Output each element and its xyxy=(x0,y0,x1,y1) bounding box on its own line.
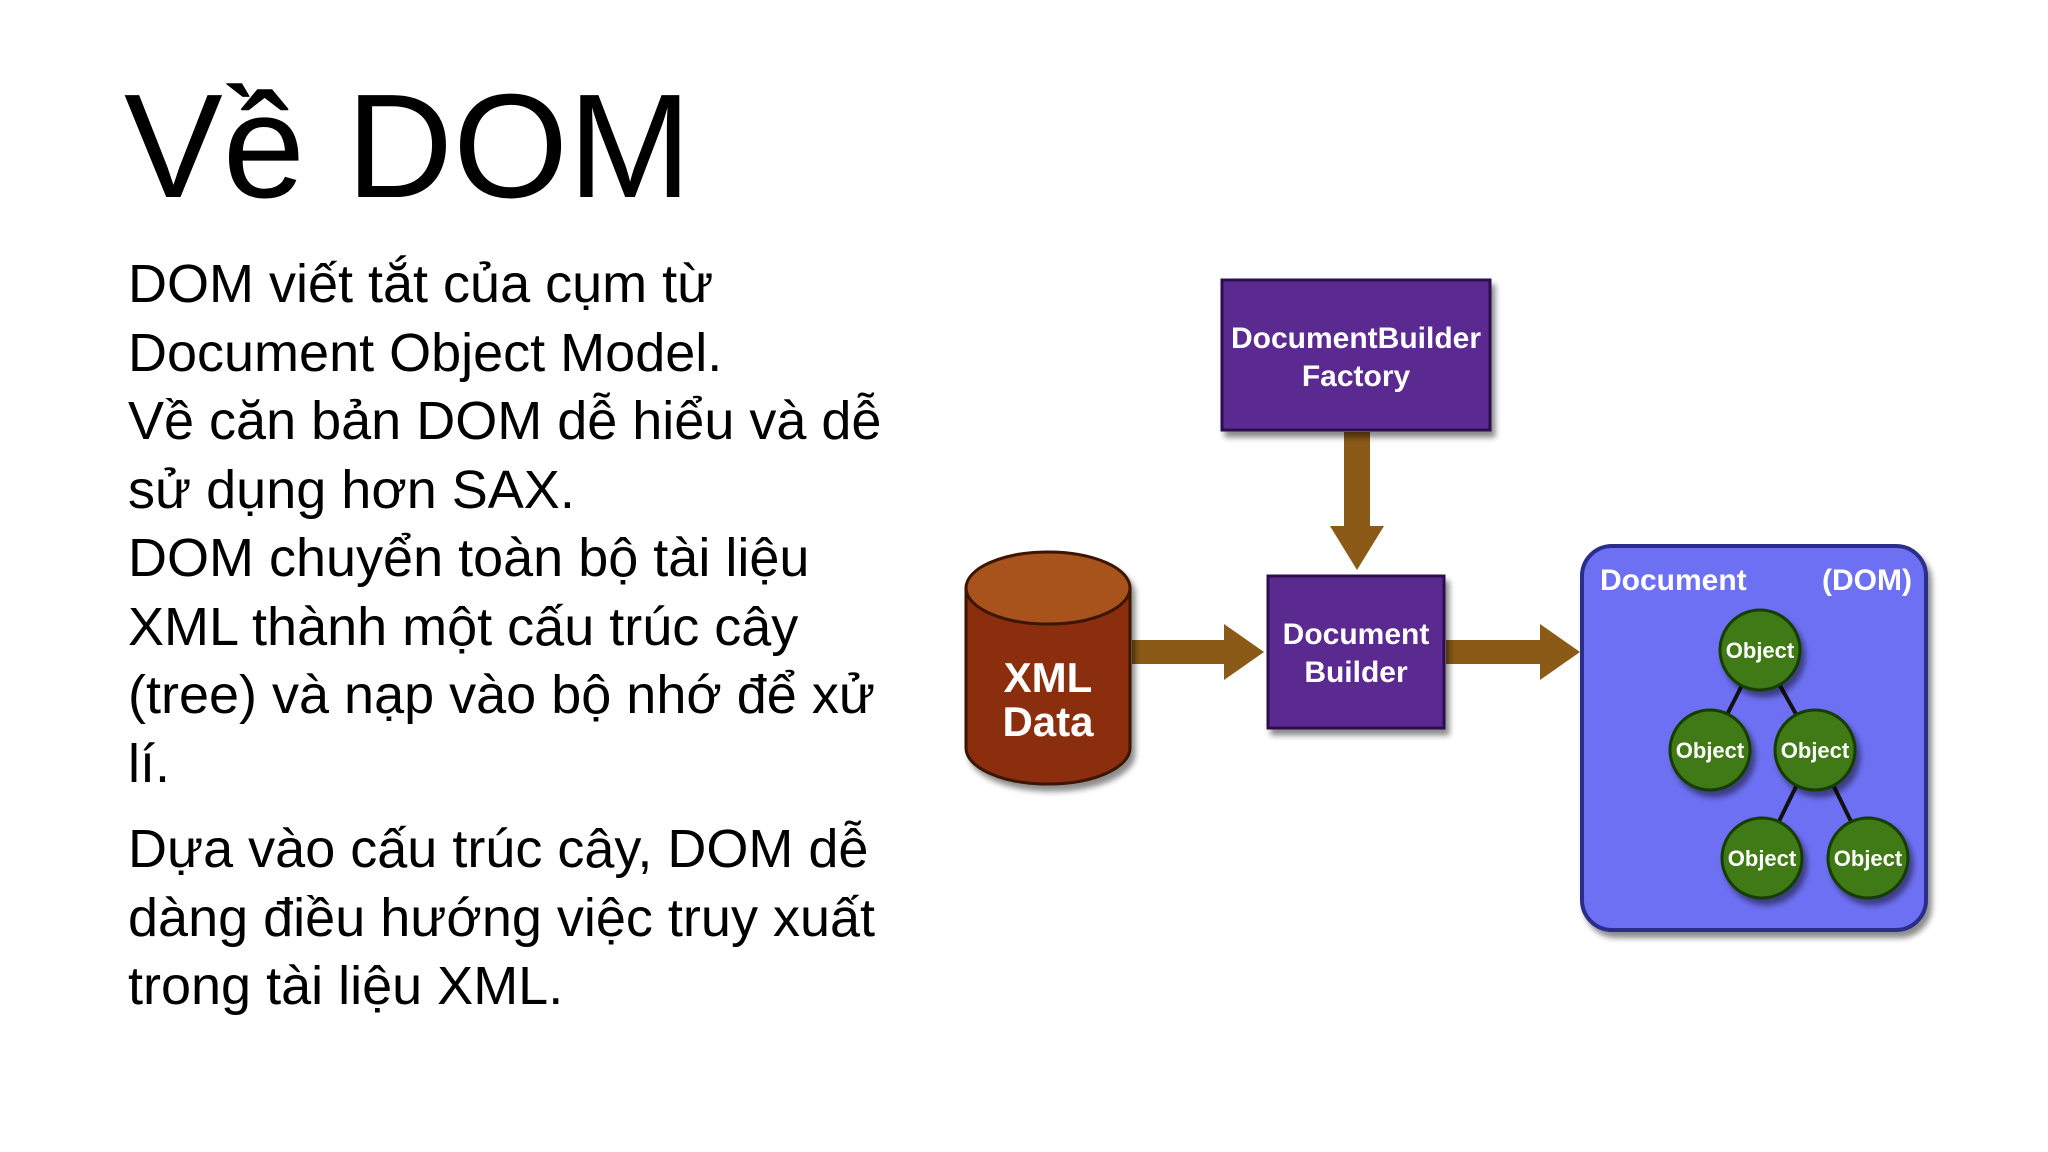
body-paragraph-2: Dựa vào cấu trúc cây, DOM dễ dàng điều h… xyxy=(128,819,876,1016)
builder-label-line2: Builder xyxy=(1304,656,1408,689)
object-label: Object xyxy=(1726,638,1795,663)
document-builder-box: Document Builder xyxy=(1266,574,1446,730)
dom-label: (DOM) xyxy=(1822,564,1912,597)
slide-title: Về DOM xyxy=(124,64,692,229)
xml-data-cylinder: XML Data xyxy=(964,550,1132,786)
document-builder-factory-box: DocumentBuilder Factory xyxy=(1220,278,1492,432)
object-node-right: Object xyxy=(1773,708,1857,792)
builder-label-line1: Document xyxy=(1283,618,1430,651)
object-node-right-left: Object xyxy=(1720,816,1804,900)
body-paragraph-1: DOM viết tắt của cụm từ Document Object … xyxy=(128,254,882,794)
object-label: Object xyxy=(1781,738,1850,763)
xml-data-label-line1: XML xyxy=(1004,654,1093,701)
factory-label-line2: Factory xyxy=(1302,360,1411,393)
object-node-right-right: Object xyxy=(1826,816,1910,900)
factory-label-line1: DocumentBuilder xyxy=(1231,322,1481,355)
arrow-factory-to-builder xyxy=(1330,432,1384,570)
arrow-xml-to-builder xyxy=(1132,624,1264,680)
object-label: Object xyxy=(1834,846,1903,871)
arrow-builder-to-document xyxy=(1446,624,1580,680)
document-dom-box: Document (DOM) Object Object Object Obje… xyxy=(1580,544,1928,932)
object-label: Object xyxy=(1728,846,1797,871)
object-label: Object xyxy=(1676,738,1745,763)
xml-data-label-line2: Data xyxy=(1002,698,1094,745)
object-node-root: Object xyxy=(1718,608,1802,692)
object-node-left: Object xyxy=(1668,708,1752,792)
document-label: Document xyxy=(1600,564,1747,597)
slide-body: DOM viết tắt của cụm từ Document Object … xyxy=(128,250,948,1021)
